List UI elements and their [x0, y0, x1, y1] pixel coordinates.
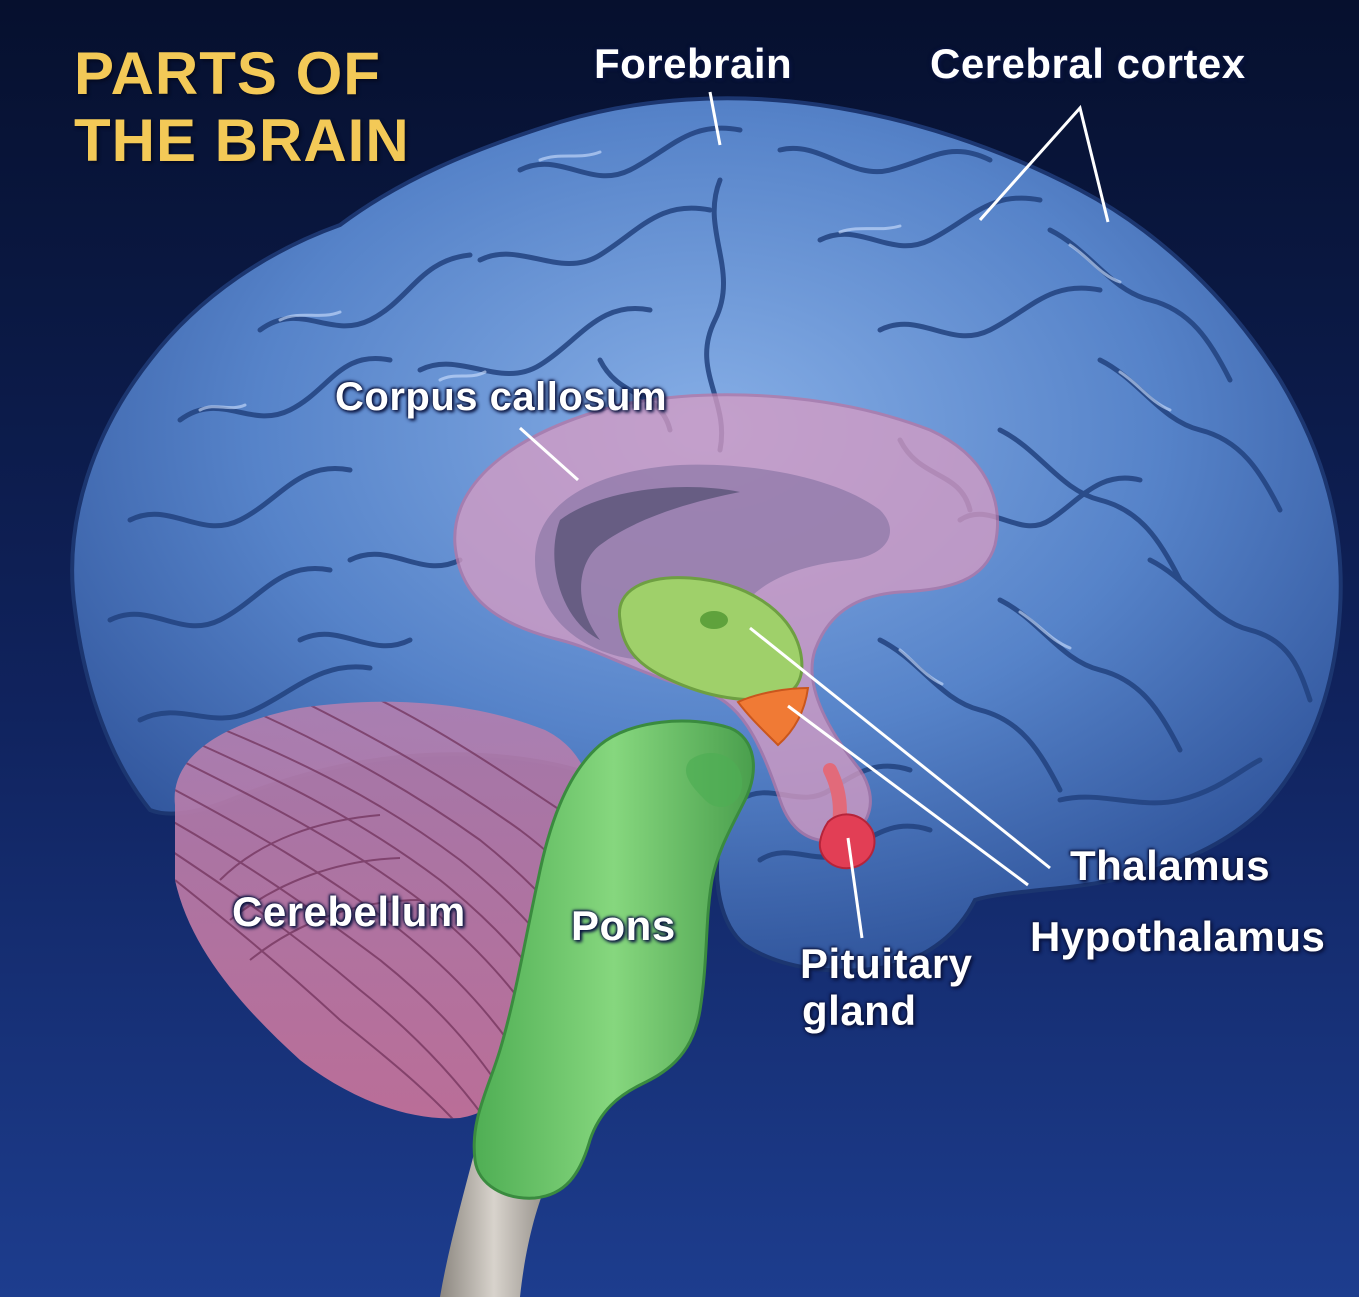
- hypothalamus-pointer: [787, 704, 1029, 887]
- label-thalamus: Thalamus: [1070, 842, 1271, 889]
- title-line-1: PARTS OF: [74, 40, 381, 107]
- pons-shape: [472, 719, 755, 1200]
- title-line-2: THE BRAIN: [74, 107, 410, 175]
- corpus-callosum-pointer: [518, 426, 580, 482]
- label-cerebral-cortex: Cerebral cortex: [930, 40, 1246, 87]
- forebrain-pointer: [708, 91, 722, 146]
- pons-fold: [685, 752, 743, 808]
- pointer-lines: [518, 91, 1110, 939]
- label-cerebellum: Cerebellum: [232, 888, 466, 935]
- cerebral-cortex-pointer: [978, 104, 1110, 223]
- label-forebrain: Forebrain: [594, 40, 793, 87]
- label-pituitary-line-1: Pituitary: [800, 940, 973, 987]
- label-pons: Pons: [571, 902, 676, 949]
- label-corpus-callosum: Corpus callosum: [335, 375, 668, 419]
- label-pituitary-gland: Pituitary gland: [800, 940, 973, 1034]
- thalamus-pointer: [749, 626, 1051, 870]
- fornix-shape: [554, 487, 740, 640]
- page-title: PARTS OF THE BRAIN: [74, 40, 410, 174]
- label-hypothalamus: Hypothalamus: [1030, 913, 1326, 960]
- label-pituitary-line-2: gland: [802, 987, 917, 1035]
- cortex-highlights: [198, 150, 1172, 686]
- thalamus-shape: [617, 576, 804, 702]
- thalamus-dot: [700, 611, 728, 629]
- pituitary-pointer: [846, 837, 864, 939]
